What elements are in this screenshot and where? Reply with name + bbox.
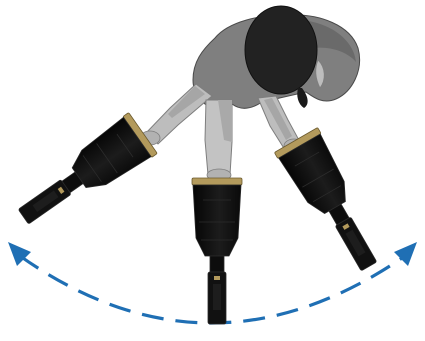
head	[245, 6, 317, 94]
tool-right	[274, 128, 390, 279]
arrowhead-right-icon	[394, 242, 417, 266]
tool-center	[192, 178, 242, 324]
tool-left	[9, 113, 157, 238]
